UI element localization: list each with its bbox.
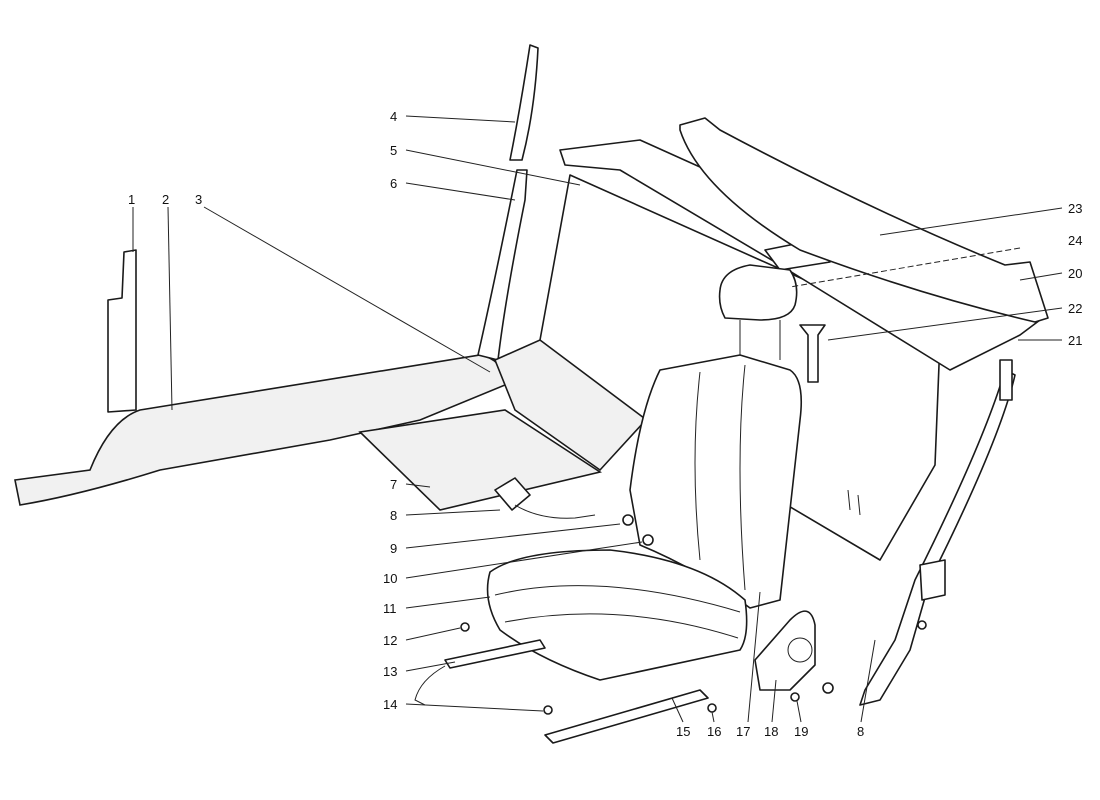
recline-knob bbox=[787, 637, 813, 663]
callout-1: 1 bbox=[128, 192, 135, 207]
belt-anchor-stack bbox=[999, 359, 1013, 401]
callout-21: 21 bbox=[1068, 333, 1082, 348]
callout-17: 17 bbox=[736, 724, 750, 739]
belt-bolt bbox=[917, 620, 927, 630]
rear-floor-carpet bbox=[493, 339, 657, 472]
callout-12: 12 bbox=[383, 633, 397, 648]
sill-trim-panel bbox=[107, 249, 137, 413]
bolt-16 bbox=[707, 703, 717, 713]
callout-9: 9 bbox=[390, 541, 397, 556]
callout-22: 22 bbox=[1068, 301, 1082, 316]
callout-3: 3 bbox=[195, 192, 202, 207]
pillar-trim-upper bbox=[509, 44, 539, 161]
callout-23: 23 bbox=[1068, 201, 1082, 216]
buckle-strap bbox=[514, 504, 596, 519]
callout-8-belt: 8 bbox=[857, 724, 864, 739]
seat-back-stitching bbox=[694, 364, 746, 591]
nut bbox=[822, 682, 834, 694]
seat-rail-inner bbox=[444, 639, 546, 669]
bolt-12 bbox=[460, 622, 470, 632]
callout-6: 6 bbox=[390, 176, 397, 191]
callout-19: 19 bbox=[794, 724, 808, 739]
bolt-14 bbox=[543, 705, 553, 715]
seat-belt-buckle bbox=[494, 477, 531, 511]
seat-belt bbox=[859, 369, 1016, 706]
rear-upper-trim bbox=[679, 117, 1049, 323]
callout-14: 14 bbox=[383, 697, 397, 712]
callout-24: 24 bbox=[1068, 233, 1082, 248]
callout-10: 10 bbox=[383, 571, 397, 586]
belt-retractor bbox=[919, 559, 946, 601]
floor-mat bbox=[358, 409, 602, 511]
callout-20: 20 bbox=[1068, 266, 1082, 281]
callout-4: 4 bbox=[390, 109, 397, 124]
headrest-guide bbox=[799, 324, 826, 383]
callout-8-buckle: 8 bbox=[390, 508, 397, 523]
callout-16: 16 bbox=[707, 724, 721, 739]
callout-15: 15 bbox=[676, 724, 690, 739]
bolt-19 bbox=[790, 692, 800, 702]
washer-10 bbox=[642, 534, 654, 546]
leader-lines bbox=[132, 115, 1063, 723]
adjuster-lever bbox=[414, 665, 446, 706]
callout-5: 5 bbox=[390, 143, 397, 158]
callout-2: 2 bbox=[162, 192, 169, 207]
callout-18: 18 bbox=[764, 724, 778, 739]
seat-rail-outer bbox=[544, 689, 709, 744]
headrest-posts bbox=[739, 320, 781, 360]
bolt-9 bbox=[622, 514, 634, 526]
panel-detail bbox=[847, 489, 861, 516]
callout-13: 13 bbox=[383, 664, 397, 679]
headrest bbox=[718, 264, 798, 321]
callout-7: 7 bbox=[390, 477, 397, 492]
recline-mechanism bbox=[754, 610, 816, 691]
callout-11: 11 bbox=[383, 601, 397, 616]
seat-cushion-stitching bbox=[494, 585, 741, 639]
